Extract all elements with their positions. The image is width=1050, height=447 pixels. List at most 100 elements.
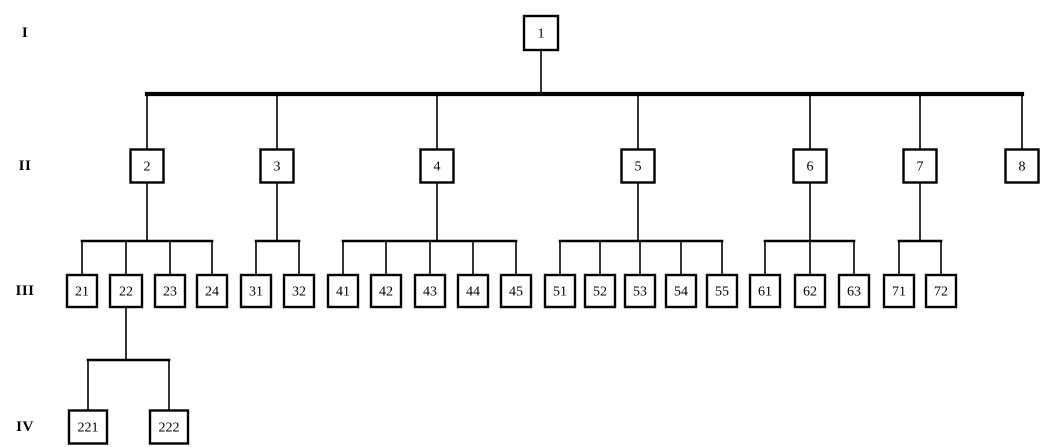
node-box-53[interactable] (623, 273, 657, 309)
node-23[interactable]: 23 (153, 273, 187, 309)
node-box-54[interactable] (664, 273, 698, 309)
node-55[interactable]: 55 (705, 273, 739, 309)
node-61[interactable]: 61 (748, 273, 782, 309)
node-label-55: 55 (715, 285, 729, 300)
node-label-51: 51 (553, 285, 567, 300)
node-box-52[interactable] (583, 273, 617, 309)
node-221[interactable]: 221 (67, 409, 109, 445)
node-41[interactable]: 41 (326, 273, 360, 309)
node-label-53: 53 (633, 285, 647, 300)
node-box-43[interactable] (413, 273, 447, 309)
node-44[interactable]: 44 (456, 273, 490, 309)
node-box-51[interactable] (543, 273, 577, 309)
edges-layer (80, 50, 1025, 411)
node-222[interactable]: 222 (148, 409, 190, 445)
node-24[interactable]: 24 (195, 273, 229, 309)
node-box-55[interactable] (705, 273, 739, 309)
node-label-4: 4 (434, 160, 441, 175)
node-box-45[interactable] (499, 273, 533, 309)
level-label-II: II (19, 158, 32, 174)
node-7[interactable]: 7 (902, 148, 938, 184)
node-label-1: 1 (538, 27, 545, 42)
node-box-71[interactable] (882, 273, 916, 309)
node-label-21: 21 (75, 285, 89, 300)
node-label-32: 32 (292, 285, 306, 300)
node-box-63[interactable] (837, 273, 871, 309)
node-1[interactable]: 1 (522, 14, 560, 52)
node-box-4[interactable] (419, 148, 455, 184)
node-box-22[interactable] (108, 273, 144, 309)
node-label-45: 45 (509, 285, 523, 300)
node-52[interactable]: 52 (583, 273, 617, 309)
node-box-42[interactable] (369, 273, 403, 309)
node-box-8[interactable] (1004, 148, 1040, 184)
node-31[interactable]: 31 (239, 273, 273, 309)
node-label-63: 63 (847, 285, 861, 300)
node-box-32[interactable] (282, 273, 316, 309)
level-label-I: I (22, 25, 28, 41)
node-label-222: 222 (159, 421, 180, 436)
node-22[interactable]: 22 (108, 273, 144, 309)
node-32[interactable]: 32 (282, 273, 316, 309)
node-box-3[interactable] (259, 148, 295, 184)
node-51[interactable]: 51 (543, 273, 577, 309)
node-43[interactable]: 43 (413, 273, 447, 309)
node-62[interactable]: 62 (793, 273, 827, 309)
node-label-221: 221 (78, 421, 99, 436)
node-4[interactable]: 4 (419, 148, 455, 184)
node-label-22: 22 (119, 285, 133, 300)
node-label-44: 44 (466, 285, 480, 300)
node-label-61: 61 (758, 285, 772, 300)
node-72[interactable]: 72 (924, 273, 958, 309)
node-54[interactable]: 54 (664, 273, 698, 309)
node-label-42: 42 (379, 285, 393, 300)
node-53[interactable]: 53 (623, 273, 657, 309)
node-label-8: 8 (1019, 160, 1026, 175)
node-box-61[interactable] (748, 273, 782, 309)
node-box-2[interactable] (129, 148, 165, 184)
node-box-1[interactable] (522, 14, 560, 52)
node-box-44[interactable] (456, 273, 490, 309)
node-label-62: 62 (803, 285, 817, 300)
node-box-62[interactable] (793, 273, 827, 309)
node-label-52: 52 (593, 285, 607, 300)
node-3[interactable]: 3 (259, 148, 295, 184)
node-box-221[interactable] (67, 409, 109, 445)
node-label-7: 7 (917, 160, 924, 175)
node-label-3: 3 (274, 160, 281, 175)
node-6[interactable]: 6 (792, 148, 828, 184)
node-label-31: 31 (249, 285, 263, 300)
node-box-6[interactable] (792, 148, 828, 184)
node-8[interactable]: 8 (1004, 148, 1040, 184)
node-label-5: 5 (635, 160, 642, 175)
node-2[interactable]: 2 (129, 148, 165, 184)
node-label-2: 2 (144, 160, 151, 175)
node-box-21[interactable] (65, 273, 99, 309)
node-label-72: 72 (934, 285, 948, 300)
node-box-41[interactable] (326, 273, 360, 309)
node-label-71: 71 (892, 285, 906, 300)
node-box-222[interactable] (148, 409, 190, 445)
node-71[interactable]: 71 (882, 273, 916, 309)
node-box-24[interactable] (195, 273, 229, 309)
node-label-6: 6 (807, 160, 814, 175)
node-label-41: 41 (336, 285, 350, 300)
node-box-5[interactable] (620, 148, 656, 184)
node-box-72[interactable] (924, 273, 958, 309)
node-label-24: 24 (205, 285, 219, 300)
node-45[interactable]: 45 (499, 273, 533, 309)
node-5[interactable]: 5 (620, 148, 656, 184)
node-box-23[interactable] (153, 273, 187, 309)
node-box-31[interactable] (239, 273, 273, 309)
node-box-7[interactable] (902, 148, 938, 184)
node-42[interactable]: 42 (369, 273, 403, 309)
level-label-III: III (15, 283, 34, 299)
node-63[interactable]: 63 (837, 273, 871, 309)
node-21[interactable]: 21 (65, 273, 99, 309)
node-label-43: 43 (423, 285, 437, 300)
node-label-54: 54 (674, 285, 688, 300)
